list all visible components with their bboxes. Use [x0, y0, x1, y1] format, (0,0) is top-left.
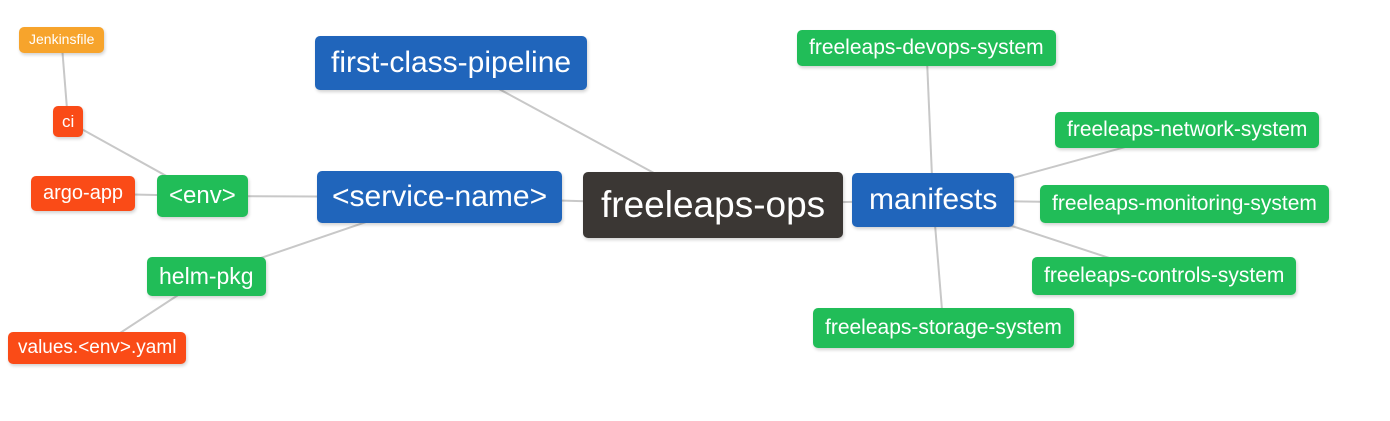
node-network-system[interactable]: freeleaps-network-system	[1055, 112, 1320, 149]
node-argo-app[interactable]: argo-app	[31, 176, 136, 211]
node-values-env-yaml[interactable]: values.<env>.yaml	[8, 332, 187, 364]
node-monitoring-system[interactable]: freeleaps-monitoring-system	[1040, 185, 1329, 224]
node-service-name[interactable]: <service-name>	[317, 171, 563, 223]
node-storage-system[interactable]: freeleaps-storage-system	[813, 308, 1074, 349]
node-controls-system[interactable]: freeleaps-controls-system	[1032, 257, 1297, 296]
node-jenkinsfile[interactable]: Jenkinsfile	[19, 27, 105, 53]
node-env[interactable]: <env>	[157, 175, 248, 217]
node-devops-system[interactable]: freeleaps-devops-system	[797, 30, 1056, 67]
node-manifests[interactable]: manifests	[852, 173, 1015, 227]
node-ci[interactable]: ci	[53, 106, 84, 138]
node-first-class-pipeline[interactable]: first-class-pipeline	[315, 36, 588, 90]
node-helm-pkg[interactable]: helm-pkg	[147, 257, 266, 296]
node-freeleaps-ops[interactable]: freeleaps-ops	[583, 172, 844, 239]
